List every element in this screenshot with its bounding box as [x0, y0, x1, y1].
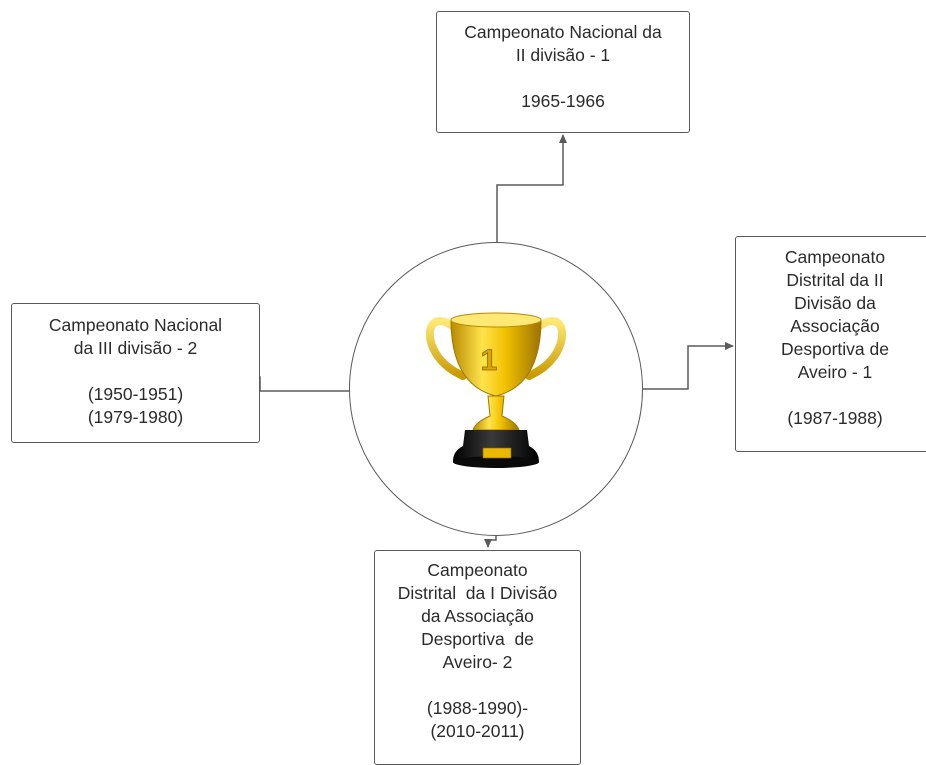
box-text-line: Campeonato Nacional da — [464, 22, 662, 42]
connector-to-left-box — [247, 373, 350, 392]
title-box-bottom: Campeonato Distrital da I Divisão da Ass… — [374, 550, 581, 765]
box-text-line: Desportiva de — [421, 629, 534, 649]
box-text-line: Campeonato Nacional — [48, 315, 223, 335]
box-text-line: Distrital da I Divisão — [397, 583, 558, 603]
box-text-line: Aveiro- 2 — [442, 652, 513, 672]
box-text-line: da Associação — [421, 606, 534, 626]
trophy-left-handle — [425, 317, 467, 380]
title-box-left: Campeonato Nacional da III divisão - 2 (… — [11, 303, 260, 443]
box-text-line: da III divisão - 2 — [73, 338, 198, 358]
trophy-rim — [450, 312, 542, 328]
title-box-top: Campeonato Nacional da II divisão - 1 19… — [436, 11, 690, 133]
connector-to-top-box — [496, 134, 567, 243]
trophy-plaque — [482, 447, 512, 459]
box-text-line: (2010-2011) — [430, 721, 525, 741]
box-text-line: Distrital da II — [786, 270, 884, 290]
box-text-line: II divisão - 1 — [515, 45, 611, 65]
connector-to-right-box — [642, 342, 734, 390]
trophy-right-handle — [525, 317, 567, 380]
trophy-base-bottom — [453, 456, 539, 468]
box-text-line: Campeonato — [427, 560, 528, 580]
box-text-line: Desportiva de — [781, 339, 889, 359]
box-text-line: (1979-1980) — [87, 407, 184, 427]
box-blank-line — [736, 384, 926, 407]
box-text-line: (1987-1988) — [787, 408, 883, 428]
title-box-right: Campeonato Distrital da II Divisão da As… — [735, 236, 926, 452]
box-text-line: (1988-1990)- — [426, 698, 529, 718]
box-text-line: Aveiro - 1 — [797, 362, 873, 382]
box-blank-line — [12, 360, 259, 383]
box-text-line: Associação — [790, 316, 880, 336]
box-blank-line — [437, 67, 689, 90]
trophy-stem — [472, 395, 520, 431]
box-text-line: (1950-1951) — [87, 384, 184, 404]
trophy-base — [453, 430, 539, 462]
trophy-icon: 1 — [425, 312, 567, 468]
box-text-line: Campeonato — [784, 247, 886, 267]
connector-to-bottom-box — [484, 535, 497, 548]
box-text-line: 1965-1966 — [521, 91, 605, 111]
trophy-number: 1 — [481, 344, 498, 377]
box-blank-line — [375, 674, 580, 697]
box-text-line: Divisão da — [794, 293, 876, 313]
